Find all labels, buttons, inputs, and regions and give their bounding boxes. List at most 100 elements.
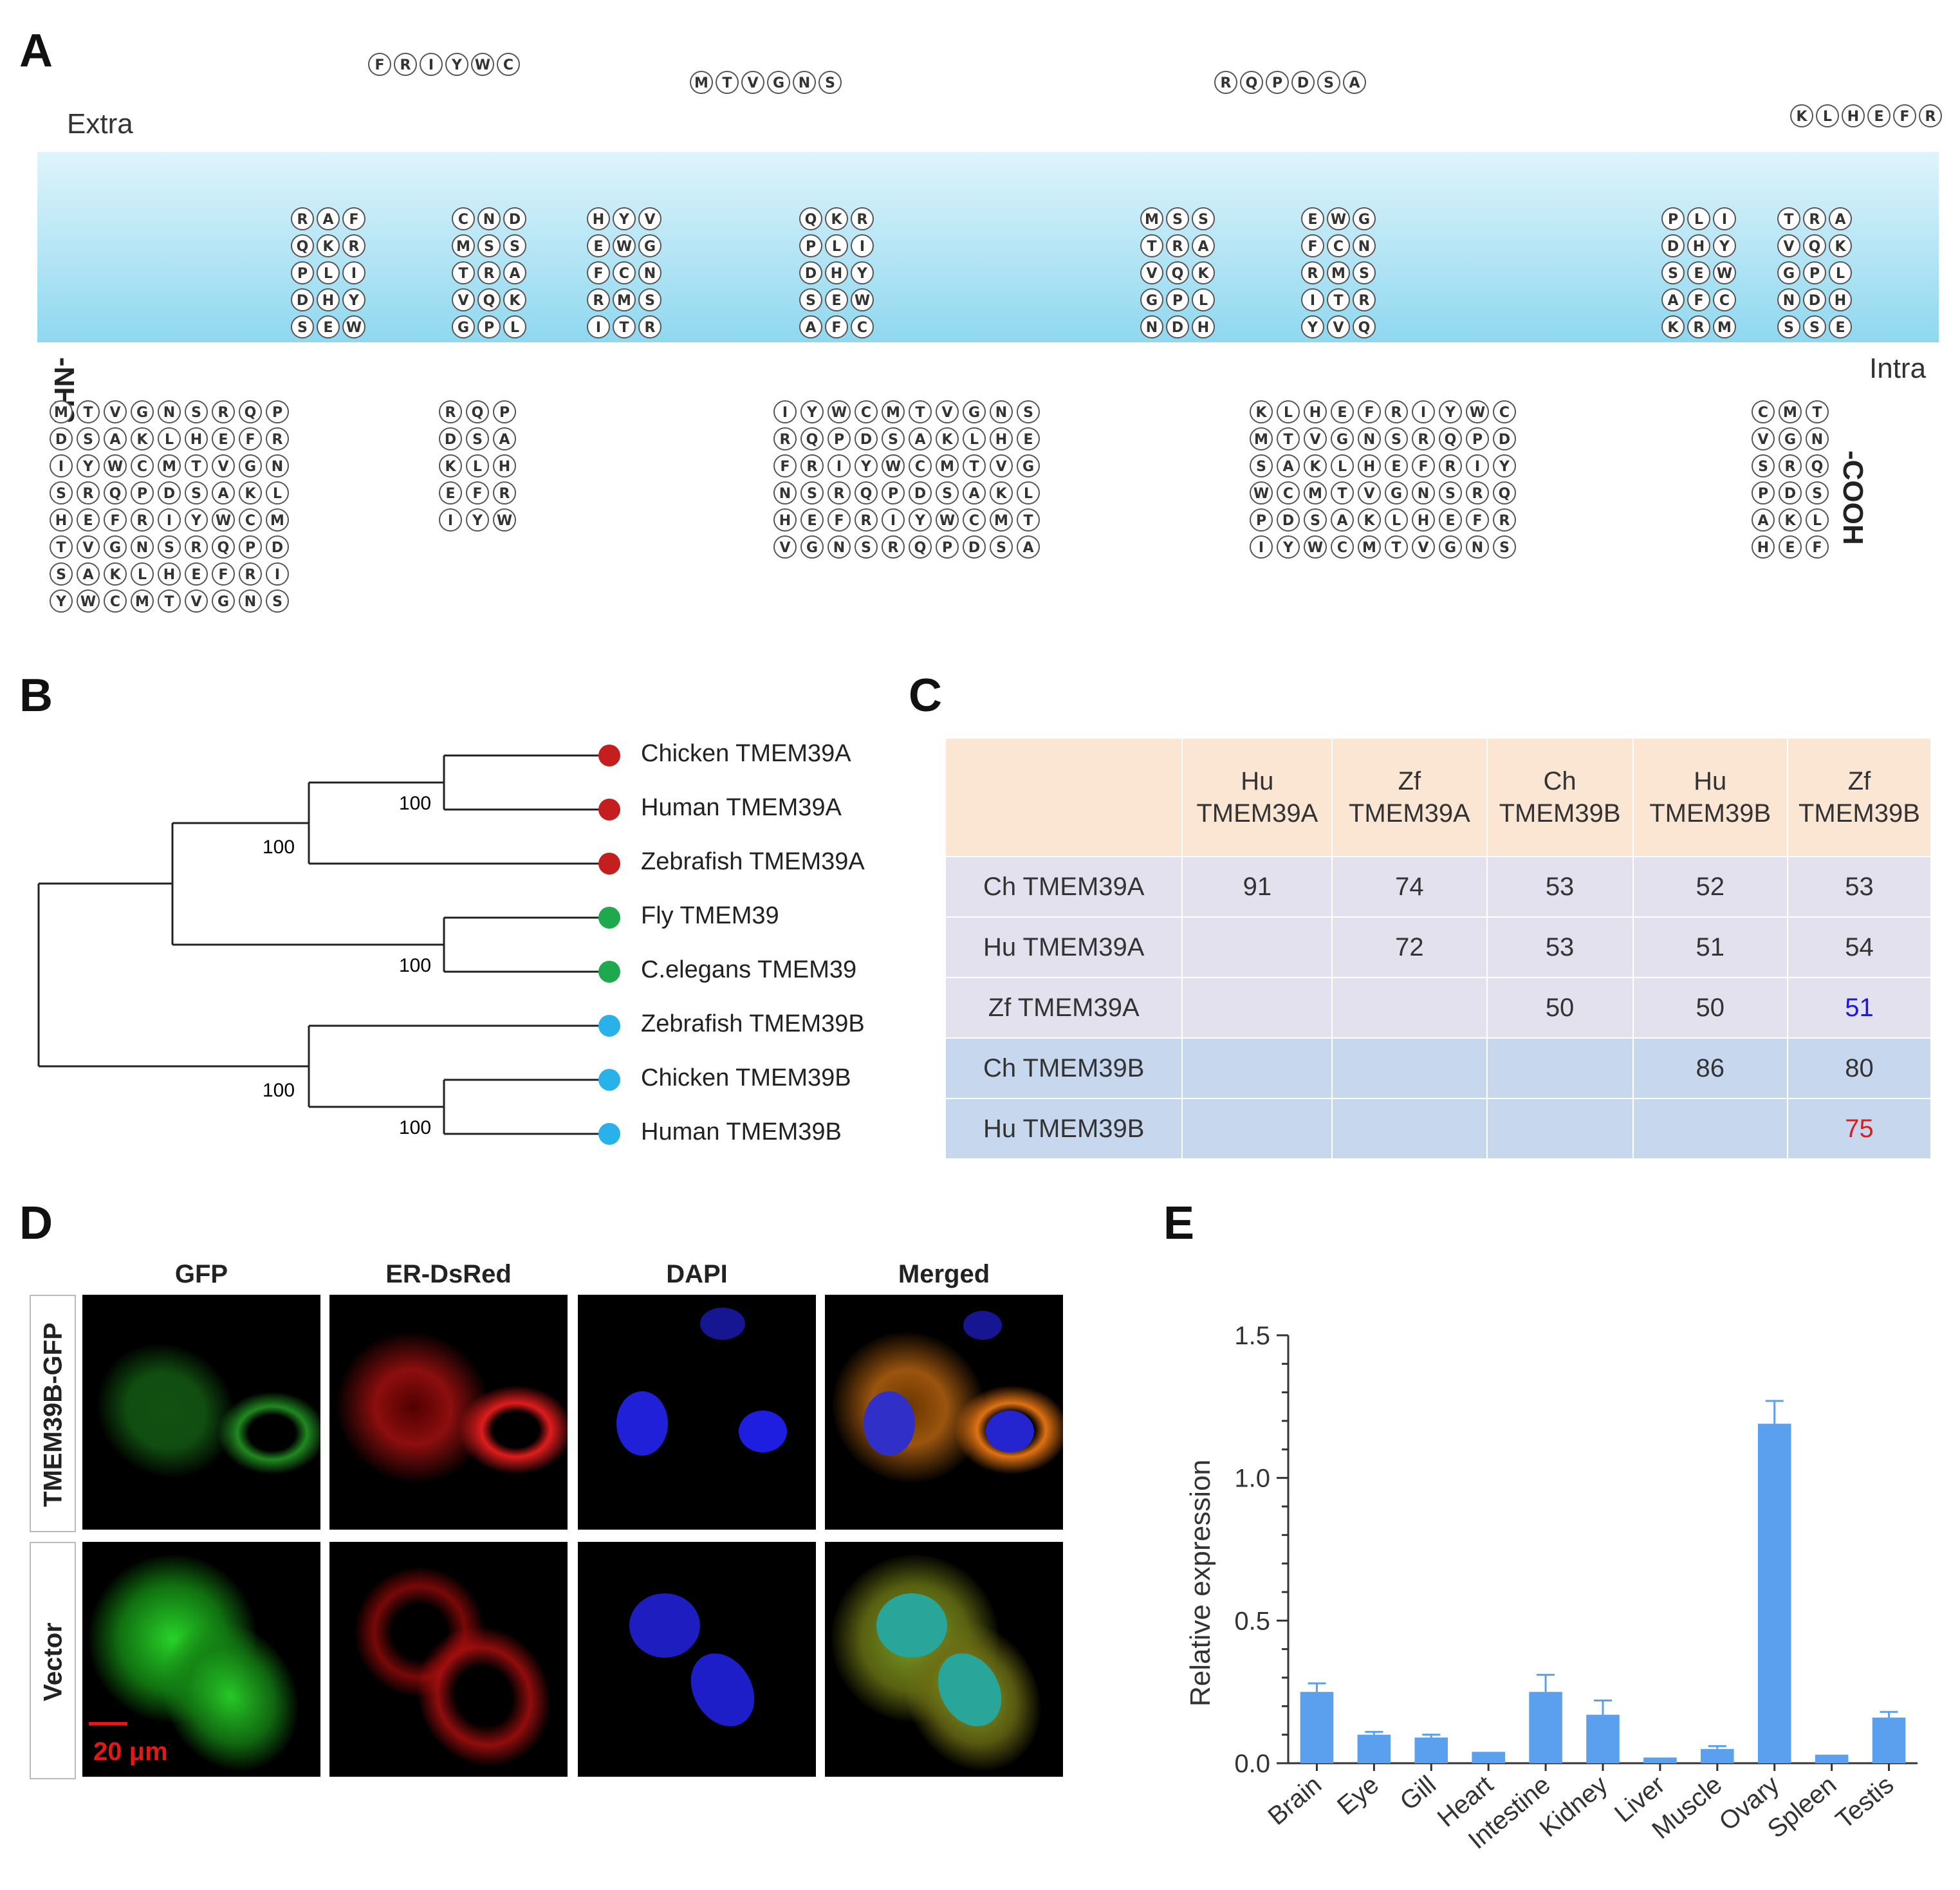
residue-circle: L: [1331, 454, 1354, 477]
residue-circle: H: [1358, 454, 1381, 477]
residue-circle: W: [1713, 261, 1736, 284]
residue-circle: F: [466, 481, 489, 505]
residue-circle: G: [1779, 427, 1802, 450]
residue-circle: H: [1752, 535, 1775, 559]
residue-circle: A: [1752, 508, 1775, 532]
residue-circle: P: [936, 535, 959, 559]
residue-circle: F: [368, 53, 391, 76]
residue-circle: R: [827, 481, 851, 505]
residue-circle: F: [1358, 400, 1381, 423]
leaf-label: Fly TMEM39: [641, 902, 779, 929]
residue-circle: Q: [800, 427, 824, 450]
residue-circle: I: [439, 508, 462, 532]
residue-circle: H: [185, 427, 208, 450]
residue-circle: E: [317, 315, 340, 338]
residue-circle: S: [818, 71, 842, 94]
residue-circle: M: [990, 508, 1013, 532]
residue-circle: Q: [1166, 261, 1189, 284]
identity-cell: [1486, 1098, 1634, 1160]
column-header-gfp: GFP: [174, 1260, 228, 1288]
micrograph-dapi-vector: [578, 1542, 816, 1777]
residue-circle: K: [1790, 104, 1813, 127]
residue-circle: K: [990, 481, 1013, 505]
residue-circle: T: [613, 315, 636, 338]
residue-circle: V: [1777, 234, 1800, 257]
residue-circle: Y: [466, 508, 489, 532]
residue-circle: M: [1250, 427, 1273, 450]
residue-circle: S: [1803, 315, 1826, 338]
residue-circle: A: [1829, 207, 1852, 230]
residue-circle: P: [131, 481, 154, 505]
identity-cell: 53: [1486, 917, 1634, 978]
residue-circle: Y: [855, 454, 878, 477]
residue-circle: Y: [909, 508, 932, 532]
residue-circle: Q: [1806, 454, 1829, 477]
residue-circle: W: [851, 288, 874, 311]
residue-circle: G: [131, 400, 154, 423]
residue-circle: D: [291, 288, 314, 311]
residue-circle: F: [1412, 454, 1435, 477]
identity-cell: [1182, 1038, 1333, 1099]
bootstrap-value: 100: [399, 1117, 431, 1138]
micrograph-er-dsred-tmem39b: [329, 1295, 568, 1530]
panel-label-e: E: [1163, 1198, 1195, 1249]
residue-circle: F: [1301, 234, 1324, 257]
identity-cell: 75: [1787, 1098, 1932, 1160]
leaf-dot: [598, 961, 620, 983]
bar: [1472, 1752, 1505, 1763]
residue-circle: T: [1385, 535, 1408, 559]
residue-circle: V: [1140, 261, 1163, 284]
residue-circle: D: [1661, 234, 1685, 257]
micrograph-merged-tmem39b: [825, 1295, 1063, 1530]
residue-circle: D: [1166, 315, 1189, 338]
residue-circle: V: [104, 400, 127, 423]
residue-circle: R: [1166, 234, 1189, 257]
residue-circle: A: [1277, 454, 1300, 477]
residue-circle: M: [936, 454, 959, 477]
residue-circle: A: [212, 481, 235, 505]
row-label: Ch TMEM39A: [946, 857, 1183, 918]
bar: [1643, 1757, 1677, 1763]
residue-circle: D: [266, 535, 289, 559]
residue-circle: G: [1439, 535, 1462, 559]
residue-circle: W: [212, 508, 235, 532]
residue-circle: Q: [1803, 234, 1826, 257]
residue-circle: M: [1327, 261, 1350, 284]
residue-circle: S: [1017, 400, 1040, 423]
residue-circle: R: [239, 562, 262, 586]
residue-circle: K: [1358, 508, 1381, 532]
residue-circle: P: [799, 234, 822, 257]
identity-cell: [1486, 1038, 1634, 1099]
residue-circle: R: [342, 234, 365, 257]
residue-circle: T: [1017, 508, 1040, 532]
residue-circle: T: [716, 71, 739, 94]
residue-circle: S: [882, 427, 905, 450]
residue-circle: S: [185, 481, 208, 505]
micrograph-gfp-vector: [82, 1542, 320, 1777]
y-tick-label: 1.5: [1234, 1322, 1270, 1350]
identity-cell: 51: [1787, 977, 1932, 1039]
micrograph-dapi-tmem39b: [578, 1295, 816, 1530]
residue-circle: S: [50, 481, 73, 505]
intra-label: Intra: [1869, 353, 1927, 384]
residue-circle: V: [212, 454, 235, 477]
residue-circle: D: [855, 427, 878, 450]
residue-circle: S: [185, 400, 208, 423]
residue-circle: P: [882, 481, 905, 505]
residue-circle: E: [1779, 535, 1802, 559]
residue-circle: L: [963, 427, 986, 450]
residue-circle: C: [1493, 400, 1516, 423]
residue-circle: G: [452, 315, 475, 338]
residue-circle: L: [1017, 481, 1040, 505]
leaf-label: C.elegans TMEM39: [641, 956, 857, 983]
residue-circle: D: [1803, 288, 1826, 311]
residue-circle: Y: [445, 53, 468, 76]
residue-circle: V: [1752, 427, 1775, 450]
residue-circle: S: [638, 288, 661, 311]
residue-circle: W: [493, 508, 516, 532]
residue-circle: F: [342, 207, 365, 230]
leaf-dot: [598, 907, 620, 929]
residue-circle: G: [767, 71, 790, 94]
